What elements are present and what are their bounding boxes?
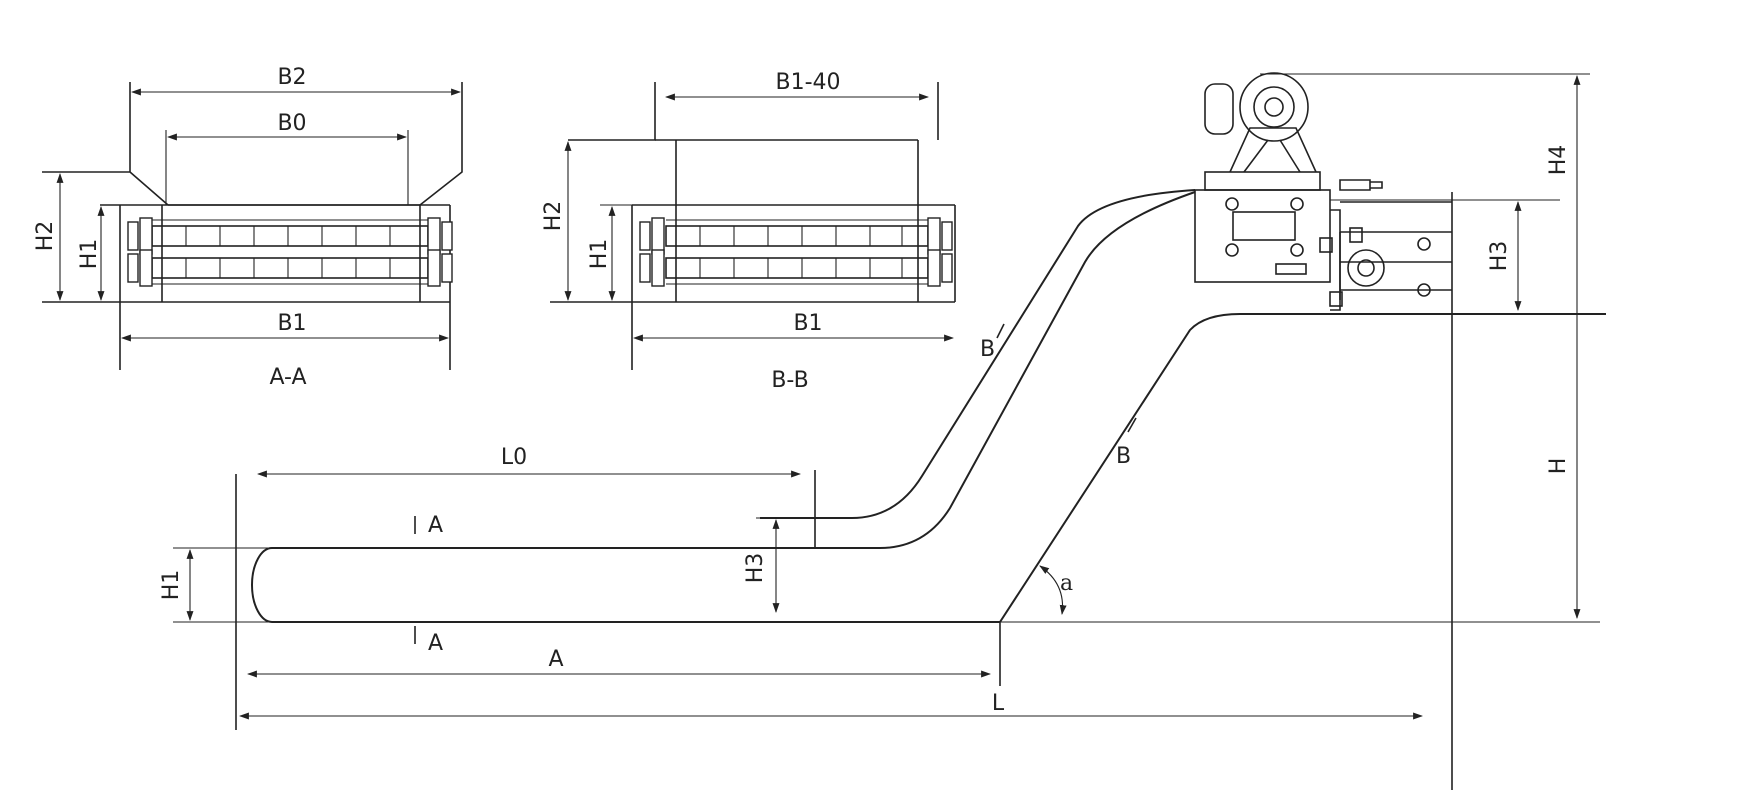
conveyor-elevation: L0 A A H1 H3 A L a B B H4 H H3 (159, 72, 1606, 790)
chain-rails-bb (639, 217, 953, 287)
angle-arc (1039, 565, 1067, 615)
label-b2: B2 (277, 65, 306, 90)
label-angle: a (1060, 571, 1073, 596)
label-b1-bb: B1 (793, 311, 822, 336)
label-h4: H4 (1546, 145, 1571, 176)
label-h1-bb: H1 (587, 239, 612, 270)
caption-aa: A-A (269, 365, 306, 390)
label-h3-lower: H3 (743, 553, 768, 584)
label-l: L (992, 691, 1005, 716)
label-h3-upper: H3 (1487, 241, 1512, 272)
section-mark-b-lower: B (1116, 444, 1131, 469)
section-mark-a-bottom: A (428, 631, 443, 656)
motor-icon (1239, 72, 1309, 142)
label-b1-aa: B1 (277, 311, 306, 336)
chain-rails-aa (127, 217, 453, 287)
section-a-a: B2 B0 B1 H2 H1 A-A (33, 65, 463, 390)
label-b1-40: B1-40 (775, 70, 840, 95)
label-h: H (1546, 458, 1571, 475)
label-h2-bb: H2 (541, 201, 566, 232)
caption-bb: B-B (771, 368, 808, 393)
sprocket-icon (1347, 249, 1385, 287)
section-mark-b-upper: B (980, 337, 995, 362)
section-b-b: B1-40 B1 H2 H1 B-B (541, 70, 956, 393)
section-mark-a-top: A (428, 513, 443, 538)
label-l0: L0 (501, 445, 527, 470)
label-h2-aa: H2 (33, 221, 58, 252)
label-h1-aa: H1 (77, 239, 102, 270)
drive-unit (1194, 72, 1452, 311)
label-a: A (548, 647, 563, 672)
label-b0: B0 (277, 111, 306, 136)
label-h1: H1 (159, 570, 184, 601)
